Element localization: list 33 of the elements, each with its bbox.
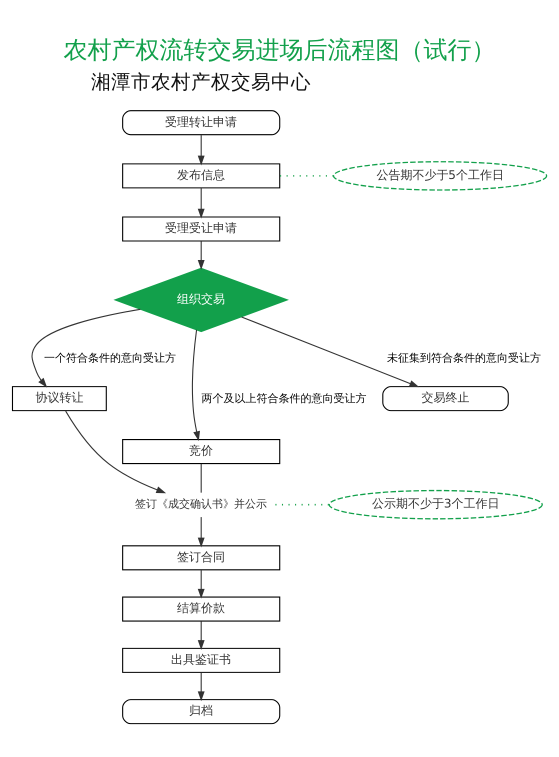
node-box: 交易终止 (382, 386, 509, 411)
arrow (65, 410, 166, 493)
node-text: 签订《成交确认书》并公示 (135, 496, 268, 510)
node-ellipse: 公告期不少于5个工作日 (332, 160, 548, 190)
label: 湘潭市农村产权交易中心 (91, 70, 312, 93)
arrow (198, 621, 205, 650)
node-box: 结算价款 (122, 596, 280, 622)
edge-label: 两个及以上符合条件的意向受让方 (202, 391, 367, 404)
connector (275, 503, 330, 505)
arrow (241, 316, 420, 387)
arrow (32, 308, 140, 388)
arrow (198, 240, 205, 270)
node-box: 发布信息 (122, 162, 280, 188)
connector (280, 174, 334, 176)
node-box: 协议转让 (12, 386, 107, 411)
node-box: 受理受让申请 (122, 216, 280, 242)
node-ellipse: 公示期不少于3个工作日 (328, 489, 543, 519)
node-box: 归档 (122, 698, 280, 724)
node-box: 出具鉴证书 (122, 647, 280, 672)
arrow (192, 329, 200, 441)
arrow (198, 188, 205, 218)
arrow (198, 672, 205, 701)
edge-label: 未征集到符合条件的意向受让方 (387, 351, 542, 364)
node-box: 竞价 (122, 438, 280, 464)
connector (200, 463, 202, 492)
arrow (198, 134, 205, 165)
edge-label: 一个符合条件的意向受让方 (44, 351, 176, 364)
node-box: 签订合同 (122, 544, 280, 570)
node-box: 受理转让申请 (122, 110, 280, 135)
arrow (198, 516, 205, 547)
arrow (198, 570, 205, 598)
diagram-title: 农村产权流转交易进场后流程图（试行） (64, 35, 496, 64)
node-diamond: 组织交易 (113, 267, 289, 332)
